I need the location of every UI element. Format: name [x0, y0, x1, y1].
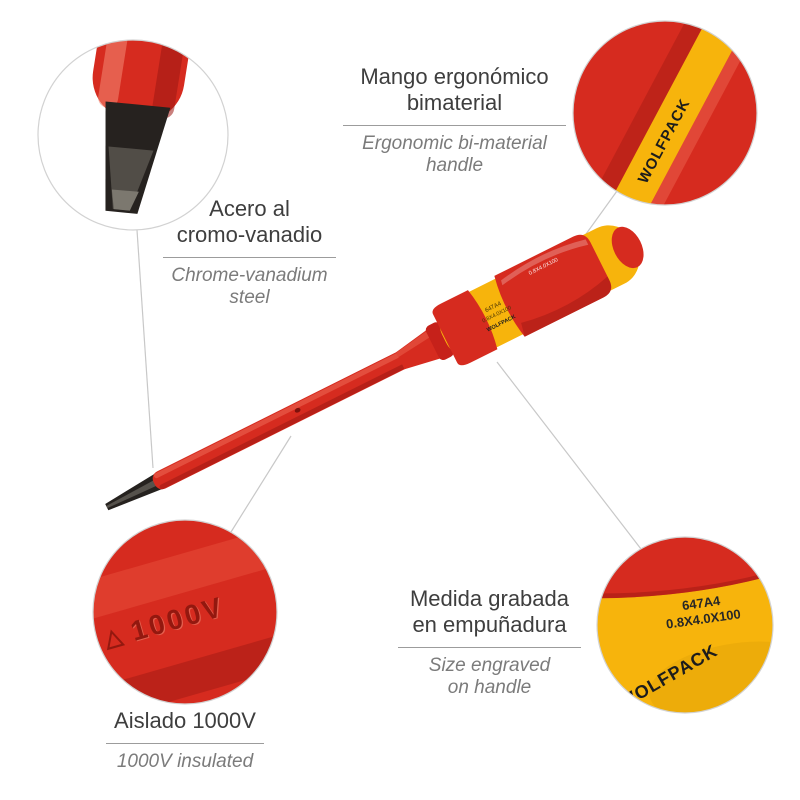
- callout-insulation: Aislado 1000V 1000V insulated: [100, 708, 270, 773]
- callout-handle-divider: [343, 124, 566, 126]
- screwdriver-handle: 647A4 0.8X4.0X100 WOLFPACK 0.8X4.0X100: [425, 225, 644, 366]
- callout-size-subtitle: Size engraved on handle: [428, 654, 551, 698]
- callout-size-divider: [398, 646, 581, 648]
- callout-handle-subtitle: Ergonomic bi-material handle: [362, 132, 547, 176]
- callout-size: Medida grabada en empuñadura Size engrav…: [392, 586, 587, 699]
- callout-handle: Mango ergonómico bimaterial Ergonomic bi…: [337, 64, 572, 177]
- connector-line-insulation: [230, 435, 292, 533]
- screwdriver-blade-tip: [105, 473, 163, 511]
- callout-size-title: Medida grabada en empuñadura: [409, 586, 569, 637]
- zoom-circle-insulation: △ 1000V 1000V: [92, 519, 278, 705]
- screwdriver: 647A4 0.8X4.0X100 WOLFPACK 0.8X4.0X100: [105, 225, 644, 511]
- callout-steel-divider: [163, 256, 336, 258]
- callout-handle-title: Mango ergonómico bimaterial: [360, 64, 549, 115]
- zoom-size-code-text: 647A4: [681, 593, 722, 613]
- callout-steel: Acero al cromo-vanadio Chrome-vanadium s…: [157, 196, 342, 309]
- screwdriver-insulated-shaft: [152, 329, 442, 490]
- callout-steel-subtitle: Chrome-vanadium steel: [171, 264, 328, 308]
- callout-steel-title: Acero al cromo-vanadio: [176, 196, 323, 247]
- callout-insulation-divider: [106, 742, 264, 744]
- connector-lines: [136, 190, 642, 550]
- connector-line-tip: [136, 229, 154, 469]
- zoom-circle-size: 647A4 0.8X4.0X100 WOLFPACK: [596, 536, 774, 714]
- connector-line-size: [496, 361, 642, 550]
- shaft-hole: [294, 407, 301, 413]
- callout-insulation-subtitle: 1000V insulated: [116, 750, 254, 772]
- zoom-circle-tip: [37, 39, 229, 231]
- callout-insulation-title: Aislado 1000V: [114, 708, 256, 733]
